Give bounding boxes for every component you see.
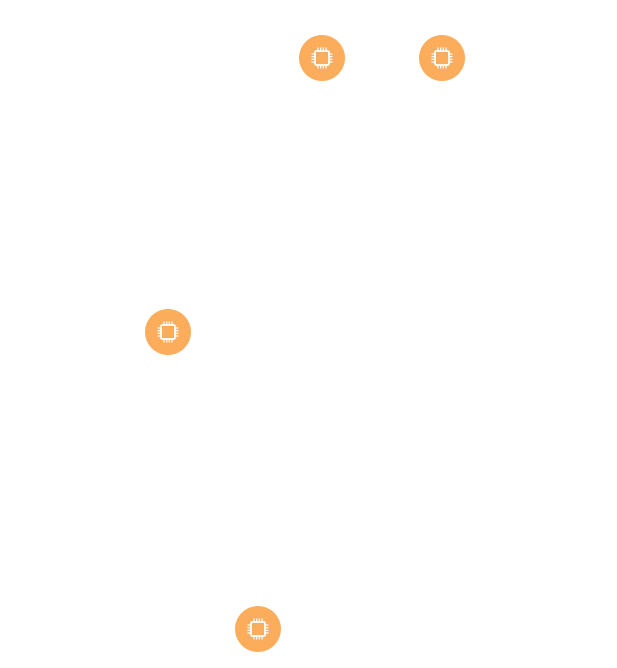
processor-node[interactable] xyxy=(299,35,345,81)
cpu-chip-icon xyxy=(431,47,453,69)
cpu-chip-icon xyxy=(311,47,333,69)
processor-node[interactable] xyxy=(419,35,465,81)
processor-node[interactable] xyxy=(235,606,281,652)
cpu-chip-icon xyxy=(157,321,179,343)
cpu-chip-icon xyxy=(247,618,269,640)
processor-node[interactable] xyxy=(145,309,191,355)
